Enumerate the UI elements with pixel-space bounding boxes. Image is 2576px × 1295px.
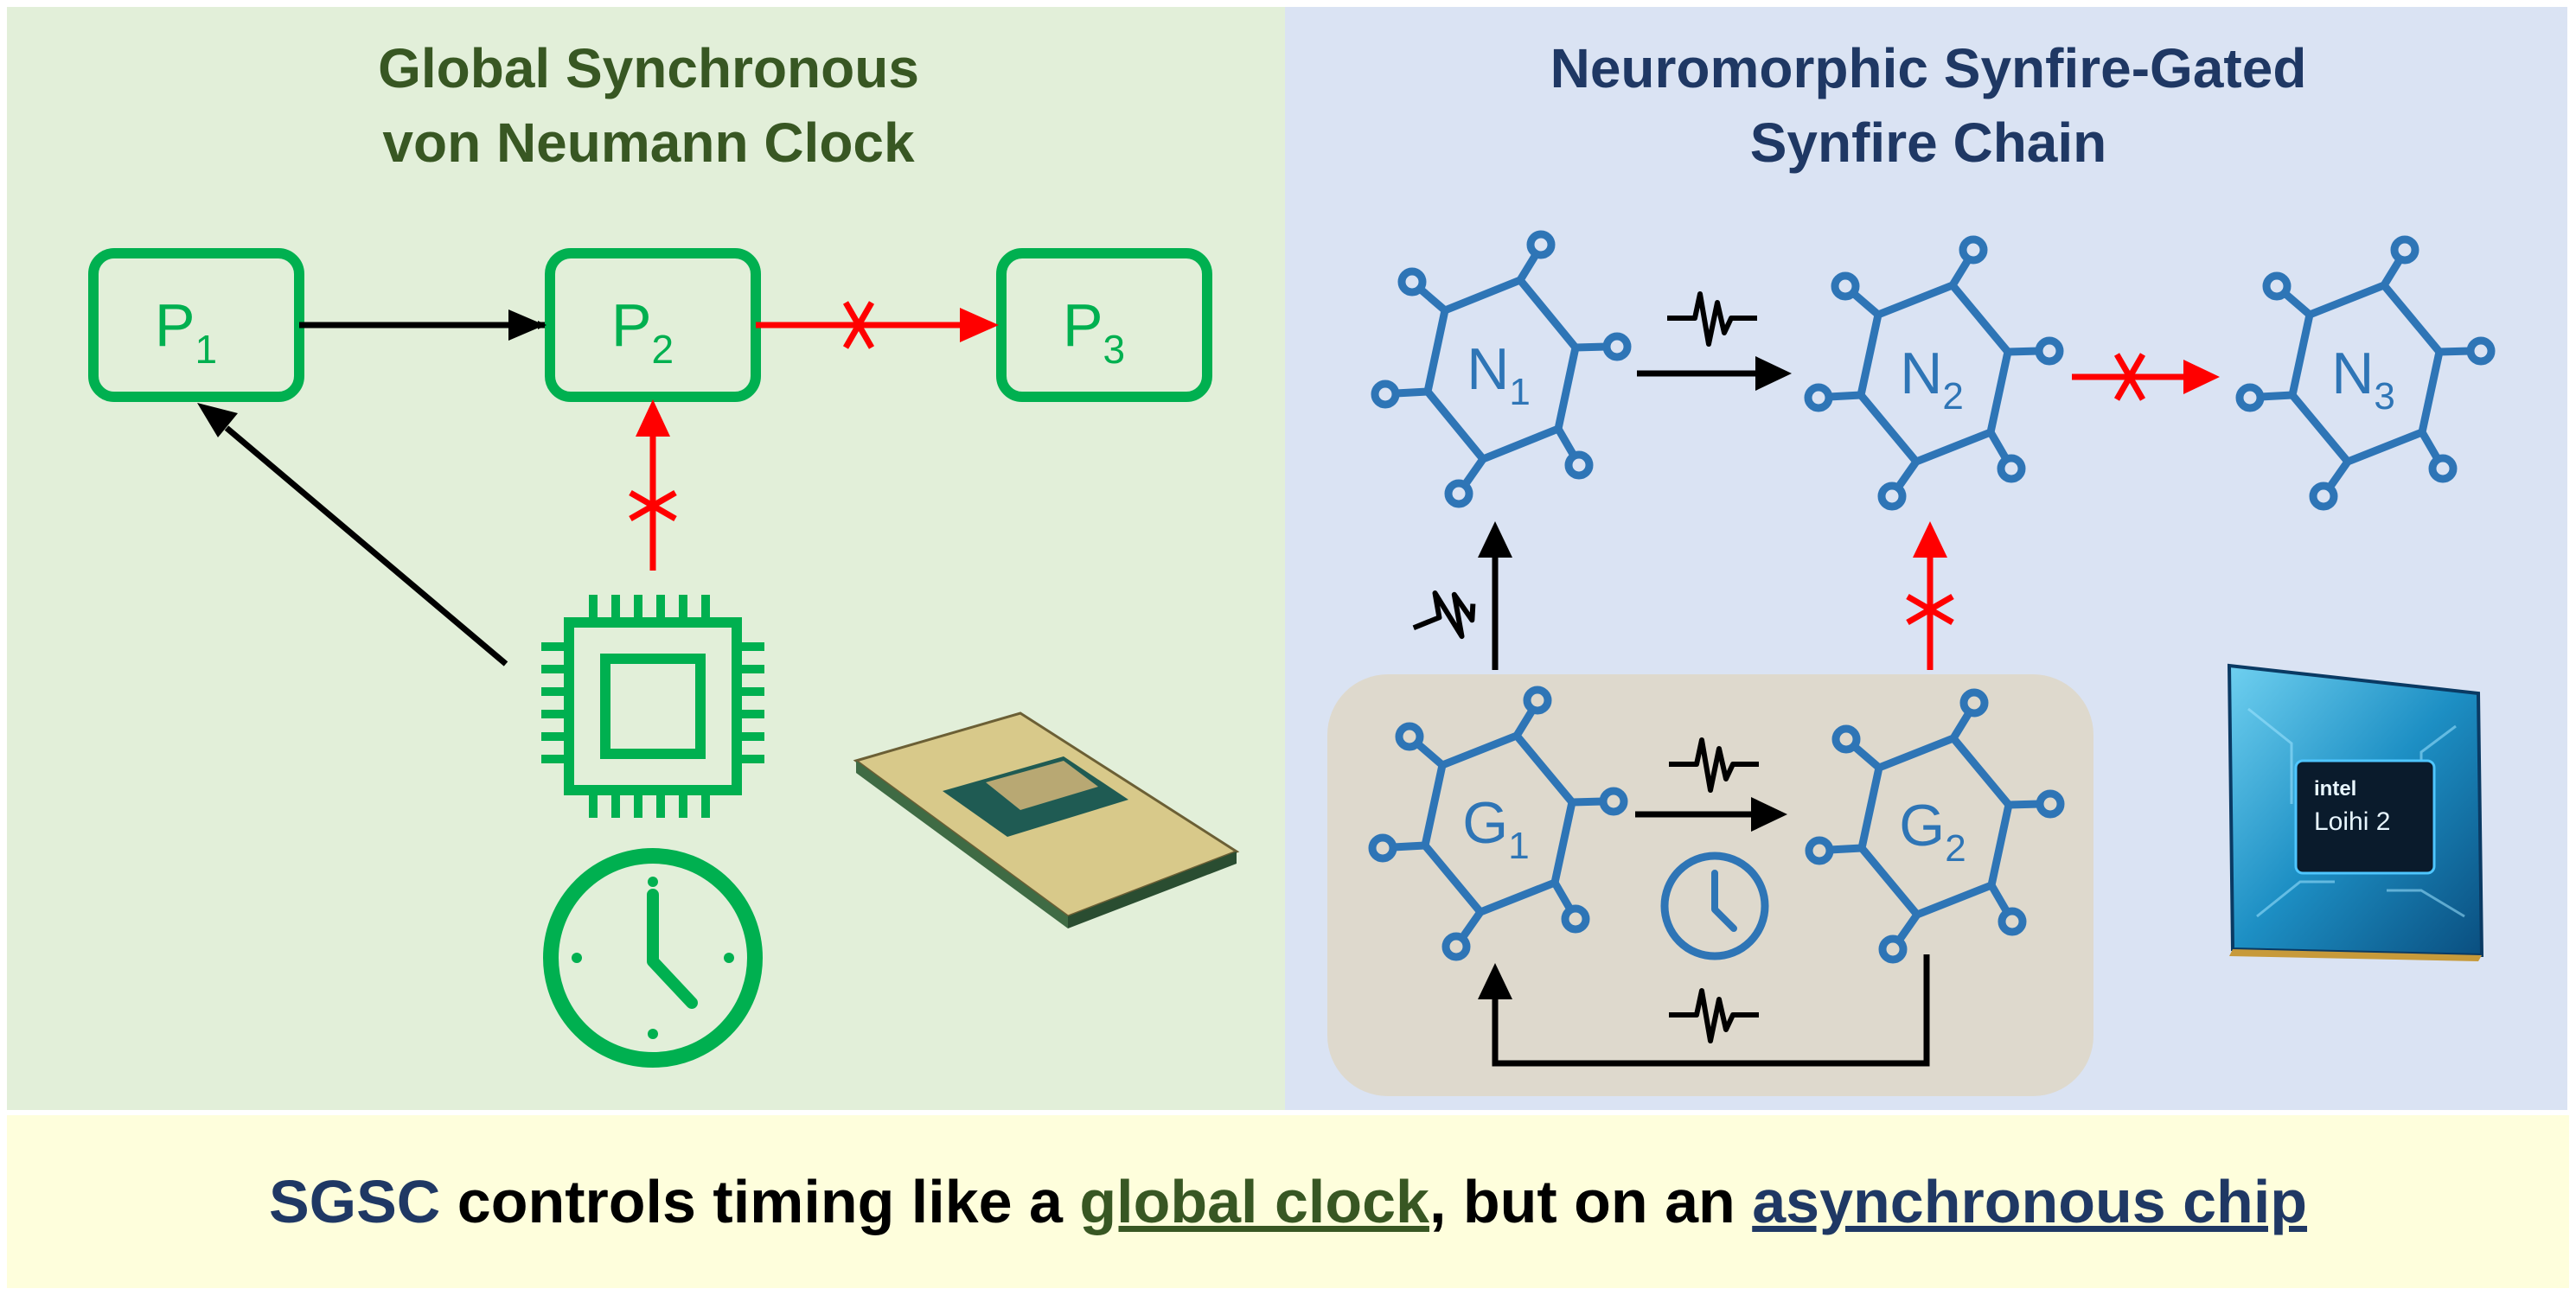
arrowhead-feedback — [1478, 963, 1512, 999]
footer-background — [7, 1115, 2569, 1288]
arrowhead-n1-n2 — [1755, 356, 1792, 391]
arrowhead-cpu-p2 — [636, 399, 670, 437]
spike-icon-feedback — [1669, 988, 1759, 1043]
gate-neuron-g2 — [1805, 688, 2065, 964]
cpu-icon — [541, 595, 764, 818]
p2-label: P — [611, 291, 652, 359]
right-title-line1: Neuromorphic Synfire-Gated — [1550, 37, 2307, 99]
footer-global-clock: global clock — [1079, 1168, 1429, 1235]
arrow-cpu-to-p1 — [224, 425, 508, 667]
p3-subscript: 3 — [1103, 327, 1126, 372]
cpu-chip-photo — [853, 711, 1240, 928]
feedback-arrow-g2-to-g1 — [1492, 954, 1930, 1067]
svg-text:G1: G1 — [1462, 790, 1529, 867]
svg-text:P3: P3 — [1063, 291, 1125, 372]
chip-brand-label: intel — [2314, 777, 2356, 801]
process-node-p1: P1 — [88, 248, 304, 402]
footer-text-mid: controls timing like a — [440, 1168, 1080, 1235]
arrowhead-p2-p3 — [960, 308, 999, 342]
arrowhead-g2-n2 — [1913, 521, 1947, 558]
svg-text:G2: G2 — [1899, 793, 1966, 870]
clock-icon-blue — [1660, 852, 1769, 960]
left-title-line1: Global Synchronous — [378, 37, 919, 99]
n2-label: N — [1900, 341, 1942, 406]
spike-icon-g1-n1 — [1412, 590, 1476, 640]
footer-caption: SGSC controls timing like a global clock… — [0, 1124, 2576, 1279]
block-cross-p2-p3 — [842, 301, 875, 349]
process-node-p2: P2 — [545, 248, 761, 402]
arrowhead-cpu-p1 — [197, 403, 238, 437]
arrowhead-p1-p2 — [508, 309, 545, 341]
n1-subscript: 1 — [1509, 371, 1530, 413]
neuron-n1 — [1371, 230, 1632, 508]
g1-subscript: 1 — [1508, 825, 1529, 867]
g1-label: G — [1462, 790, 1508, 856]
g2-label: G — [1899, 793, 1945, 858]
clock-icon-green — [543, 848, 763, 1068]
svg-text:N2: N2 — [1900, 341, 1964, 418]
block-cross-n2-n3 — [2113, 353, 2146, 401]
footer-text-after: , but on an — [1429, 1168, 1753, 1235]
process-node-p3: P3 — [996, 248, 1212, 402]
p1-label: P — [155, 291, 195, 359]
right-title-line2: Synfire Chain — [1749, 112, 2107, 174]
n3-label: N — [2331, 341, 2374, 406]
arrowhead-g1-n1 — [1478, 521, 1512, 558]
spike-icon-n1-n2 — [1667, 291, 1757, 347]
spike-icon-g1-g2 — [1669, 737, 1759, 793]
p1-subscript: 1 — [195, 327, 218, 372]
arrowhead-g1-g2 — [1751, 797, 1787, 832]
n3-subscript: 3 — [2374, 375, 2394, 418]
p2-subscript: 2 — [652, 327, 674, 372]
left-panel-title: Global Synchronous von Neumann Clock — [216, 31, 1081, 180]
svg-text:N3: N3 — [2331, 341, 2395, 418]
loihi-chip-photo: intel Loihi 2 — [2227, 663, 2484, 961]
footer-acronym: SGSC — [268, 1168, 441, 1235]
right-panel-title: Neuromorphic Synfire-Gated Synfire Chain — [1496, 31, 2361, 180]
n2-subscript: 2 — [1942, 375, 1963, 418]
block-cross-g2-n2 — [1906, 593, 1954, 626]
gating-chain-box — [1327, 674, 2093, 1096]
n1-label: N — [1467, 336, 1509, 402]
footer-async-chip: asynchronous chip — [1752, 1168, 2308, 1235]
neuron-n2 — [1804, 235, 2064, 511]
svg-text:P2: P2 — [611, 291, 674, 372]
chip-name-label: Loihi 2 — [2314, 807, 2390, 836]
gate-neuron-g1 — [1368, 686, 1628, 961]
left-title-line2: von Neumann Clock — [382, 112, 915, 174]
block-cross-cpu-p2 — [629, 489, 677, 522]
svg-text:P1: P1 — [155, 291, 217, 372]
p3-label: P — [1063, 291, 1103, 359]
svg-text:N1: N1 — [1467, 336, 1531, 413]
g2-subscript: 2 — [1945, 827, 1966, 870]
neuron-n3 — [2235, 235, 2496, 511]
arrowhead-n2-n3 — [2183, 360, 2220, 394]
